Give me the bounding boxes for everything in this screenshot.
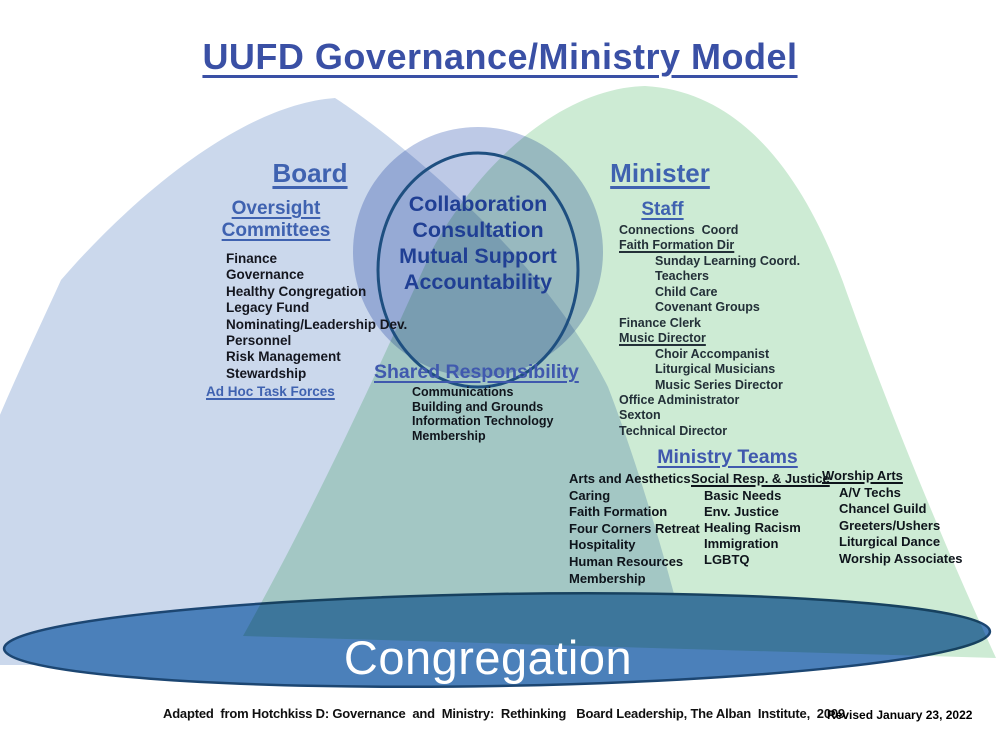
ministry-team-item: Greeters/Ushers — [839, 517, 941, 533]
committee-item: Stewardship — [226, 365, 307, 381]
committee-item: Legacy Fund — [226, 300, 310, 316]
committee-item: Personnel — [226, 333, 292, 349]
staff-list: Connections Coord Faith Formation Dir Su… — [619, 223, 800, 439]
center-circle-text: Collaboration Consultation Mutual Suppor… — [368, 191, 588, 295]
staff-item: Technical Director — [619, 423, 728, 438]
staff-item: Sexton — [619, 408, 661, 423]
worship-arts-column: Worship Arts A/V Techs Chancel Guild Gre… — [822, 468, 963, 568]
shared-item: Membership — [412, 428, 486, 443]
circle-line: Accountability — [403, 270, 553, 294]
circle-line: Collaboration — [408, 192, 548, 216]
committee-item: Nominating/Leadership Dev. — [226, 316, 408, 332]
ministry-team-item: Healing Racism — [704, 520, 801, 535]
staff-item: Child Care — [655, 284, 718, 299]
board-heading: Board — [272, 158, 348, 188]
congregation-label: Congregation — [343, 631, 633, 684]
page-title: UUFD Governance/Ministry Model — [202, 36, 798, 77]
ministry-team-item: Env. Justice — [704, 503, 779, 519]
worship-arts-heading: Worship Arts — [822, 468, 903, 483]
staff-item: Faith Formation Dir — [619, 238, 735, 253]
circle-line: Consultation — [412, 218, 544, 242]
staff-item: Covenant Groups — [655, 300, 760, 315]
staff-item: Choir Accompanist — [655, 346, 770, 361]
ministry-team-item: A/V Techs — [839, 484, 901, 500]
ministry-teams-heading: Ministry Teams — [657, 446, 798, 468]
shared-responsibility-list: Communications Building and Grounds Info… — [412, 385, 553, 443]
committee-item: Healthy Congregation — [226, 283, 367, 299]
committee-item: Finance — [226, 251, 278, 266]
social-justice-heading: Social Resp. & Justice — [691, 471, 830, 486]
center-circle-ring — [376, 151, 580, 389]
ministry-team-item: Liturgical Dance — [839, 534, 941, 550]
ministry-team-item: Membership — [569, 570, 646, 586]
ministry-team-item: LGBTQ — [704, 552, 750, 568]
staff-item: Sunday Learning Coord. — [655, 253, 801, 268]
oversight-committees-list: Finance Governance Healthy Congregation … — [226, 251, 407, 382]
circle-line: Mutual Support — [399, 244, 557, 268]
minister-heading: Minister — [610, 158, 710, 188]
ministry-team-item: Chancel Guild — [839, 501, 927, 517]
staff-item: Liturgical Musicians — [655, 362, 776, 377]
staff-heading: Staff — [641, 199, 684, 220]
staff-item: Music Director — [619, 331, 706, 346]
committee-item: Risk Management — [226, 349, 341, 365]
social-justice-column: Social Resp. & Justice Basic Needs Env. … — [691, 471, 830, 569]
ministry-teams-general-column: Arts and Aesthetics Caring Faith Formati… — [569, 471, 700, 587]
staff-item: Office Administrator — [619, 392, 740, 407]
staff-item: Teachers — [655, 269, 709, 284]
ministry-team-item: Basic Needs — [704, 487, 782, 503]
shared-item: Information Technology — [412, 414, 554, 429]
ministry-team-item: Arts and Aesthetics — [569, 471, 691, 486]
attribution-text: Adapted from Hotchkiss D: Governance and… — [163, 706, 845, 721]
staff-item: Music Series Director — [655, 377, 783, 392]
ministry-team-item: Worship Associates — [839, 550, 963, 566]
ministry-team-item: Four Corners Retreat — [569, 520, 700, 536]
staff-item: Finance Clerk — [619, 315, 701, 330]
revised-date: Revised January 23, 2022 — [827, 708, 973, 722]
shared-responsibility-heading: Shared Responsibility — [374, 361, 579, 383]
ad-hoc-task-forces: Ad Hoc Task Forces — [206, 384, 335, 399]
committee-item: Governance — [226, 267, 305, 283]
ministry-team-item: Caring — [569, 487, 611, 503]
shared-item: Communications — [412, 385, 514, 399]
shared-item: Building and Grounds — [412, 399, 544, 414]
minister-bell-shape — [243, 86, 996, 658]
ministry-team-item: Human Resources — [569, 553, 684, 569]
oversight-committees-heading: Oversight Committees — [221, 198, 331, 241]
ministry-team-item: Hospitality — [569, 537, 636, 553]
ministry-team-item: Faith Formation — [569, 504, 668, 520]
staff-item: Connections Coord — [619, 223, 739, 237]
ministry-team-item: Immigration — [704, 536, 779, 552]
